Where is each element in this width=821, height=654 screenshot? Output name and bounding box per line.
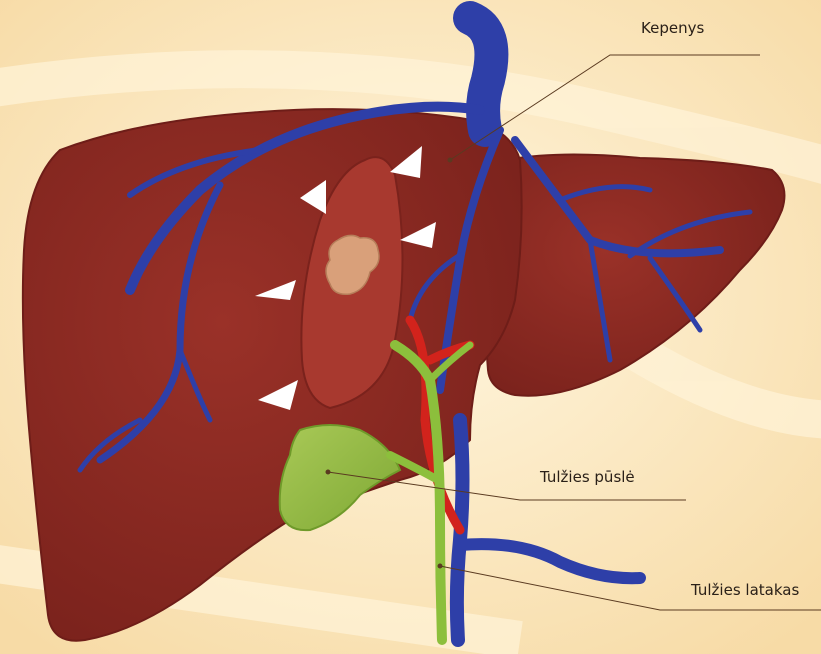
label-bile-duct: Tulžies latakas [691,581,799,599]
label-gallbladder: Tulžies pūslė [540,468,635,486]
label-liver: Kepenys [641,19,704,37]
